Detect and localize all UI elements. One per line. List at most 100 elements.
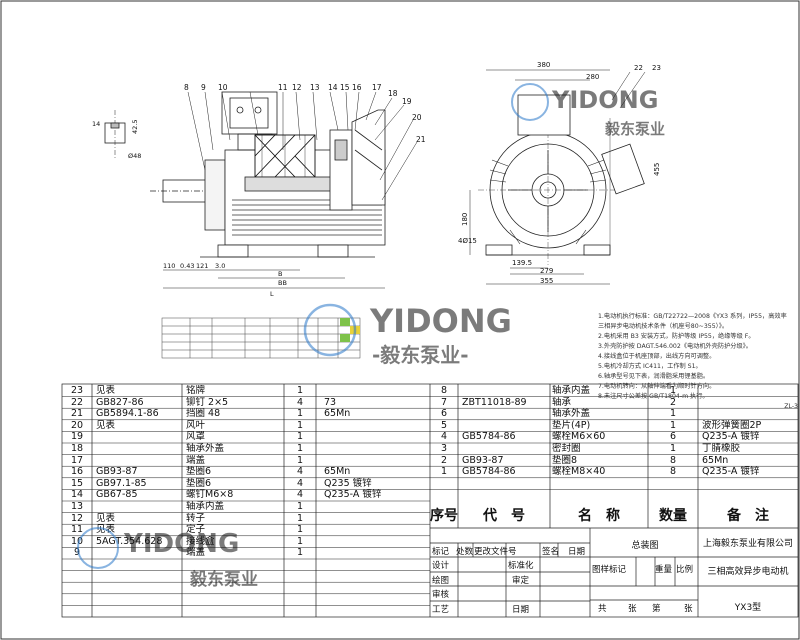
- dim-chain-1: 110: [163, 262, 175, 270]
- side-view-callouts: 8 9 10 11 12 13 14 15 16 17 18 19 20 21: [184, 83, 426, 144]
- note-line: 5.电机冷却方式 IC411，工作制 S1。: [598, 363, 702, 370]
- part-name: 垫片(4P): [552, 419, 591, 431]
- part-no: 10: [70, 535, 84, 547]
- part-note: 73: [324, 396, 337, 408]
- part-qty: 1: [669, 443, 677, 454]
- callout-18: 18: [388, 89, 398, 98]
- part-note: 丁腈橡胶: [702, 443, 741, 454]
- title-block: 标记 处数 更改文件号 签名 日期 设计 标准化 绘图 审定 审核 工艺 日期 …: [430, 528, 798, 617]
- tb-check: 审定: [512, 576, 530, 586]
- part-qty: 1: [296, 524, 304, 536]
- dim-chain-4: 3.0: [215, 262, 225, 270]
- part-name: 风叶: [186, 419, 206, 431]
- dim-139-5: 139.5: [512, 259, 532, 267]
- tb-no: 第: [652, 604, 661, 614]
- part-code: GB5784-86: [462, 466, 516, 478]
- part-note: 65Mn: [324, 466, 351, 478]
- part-no: 2: [440, 454, 448, 466]
- part-qty: 1: [669, 419, 677, 431]
- dim-l: L: [270, 290, 274, 298]
- part-qty: 1: [296, 547, 304, 559]
- part-name: 接线盒: [186, 535, 215, 547]
- part-name: 螺栓M8×40: [552, 466, 606, 478]
- dim-279: 279: [540, 267, 553, 275]
- part-no: 11: [70, 524, 84, 536]
- note-line: 3.外壳防护按 DAGT.546.002《电动机外壳防护分级》。: [598, 343, 752, 350]
- part-no: 23: [70, 385, 84, 396]
- tb-weight: 重量: [655, 565, 673, 575]
- dim-14: 14: [92, 120, 100, 128]
- callout-15: 15: [340, 83, 350, 92]
- callout-13: 13: [310, 83, 320, 92]
- part-code: GB93-87: [462, 454, 504, 466]
- part-note: 波形弹簧圈2P: [702, 419, 762, 431]
- part-qty: 1: [296, 501, 304, 512]
- part-qty: 1: [296, 512, 304, 524]
- part-no: 20: [70, 419, 84, 431]
- callout-22: 22: [634, 64, 643, 72]
- note-line: 4.接线盒位于机座顶部，出线方向可调整。: [598, 353, 716, 360]
- dim-380: 380: [537, 61, 550, 69]
- part-no: 4: [440, 431, 448, 443]
- watermark-logo-sub-center: -毅东泵业-: [372, 343, 469, 367]
- watermark-logo-text-center: YIDONG: [369, 302, 512, 340]
- note-line: 三相异步电动机技术条件（机座号80~355）》。: [598, 323, 729, 330]
- part-qty: 8: [669, 466, 677, 478]
- callout-16: 16: [352, 83, 362, 92]
- note-line: 8.未注尺寸公差按 GB/T1804-m 执行。: [598, 393, 709, 400]
- part-name: 轴承内盖: [552, 385, 591, 396]
- parts-list-header: 序号 代 号 名 称 数量 备 注: [430, 500, 798, 528]
- header-no: 序号: [430, 508, 458, 524]
- dim-4015: 4Ø15: [458, 237, 477, 245]
- end-view-drawing: [469, 69, 646, 285]
- part-code: 见表: [96, 512, 116, 524]
- watermark-logo-text-top: YIDONG: [551, 86, 658, 114]
- note-line: ZL-3: [784, 403, 798, 410]
- part-name: 轴承内盖: [186, 501, 225, 512]
- dimension-table: [161, 317, 361, 359]
- part-no: 5: [440, 419, 448, 431]
- part-note: Q235 镀锌: [324, 477, 372, 489]
- part-name: 垫圈8: [552, 454, 578, 466]
- part-name: 轴承外盖: [186, 443, 225, 454]
- part-note: Q235-A 镀锌: [702, 466, 760, 478]
- tb-sheet: 张: [628, 604, 637, 614]
- part-qty: 4: [296, 396, 304, 408]
- part-qty: 1: [296, 454, 304, 466]
- part-note: Q235-A 镀锌: [324, 489, 382, 501]
- part-qty: 1: [296, 535, 304, 547]
- callout-19: 19: [402, 97, 412, 106]
- part-no: 22: [70, 396, 84, 408]
- callout-10: 10: [218, 83, 228, 92]
- watermark-logo-text-bottom: YIDONG: [123, 529, 239, 559]
- tb-date: 日期: [512, 605, 530, 615]
- part-qty: 1: [669, 385, 677, 396]
- part-qty: 4: [296, 466, 304, 478]
- dim-chain-2: 0.43: [180, 262, 194, 270]
- part-name: 垫圈6: [186, 477, 212, 489]
- callout-23: 23: [652, 64, 661, 72]
- tb-sheet2: 张: [684, 604, 693, 614]
- table-row: 5 垫片(4P) 1 波形弹簧圈2P: [430, 420, 798, 432]
- part-code: GB5894.1-86: [96, 408, 159, 420]
- part-qty: 1: [296, 385, 304, 396]
- parts-list-rowlines: [62, 396, 798, 606]
- callout-21: 21: [416, 135, 426, 144]
- part-code: GB97.1-85: [96, 477, 147, 489]
- part-name: 密封圈: [552, 443, 581, 454]
- tb-drawing: 绘图: [432, 576, 450, 586]
- part-no: 12: [70, 512, 84, 524]
- part-qty: 4: [296, 477, 304, 489]
- part-no: 16: [70, 466, 84, 478]
